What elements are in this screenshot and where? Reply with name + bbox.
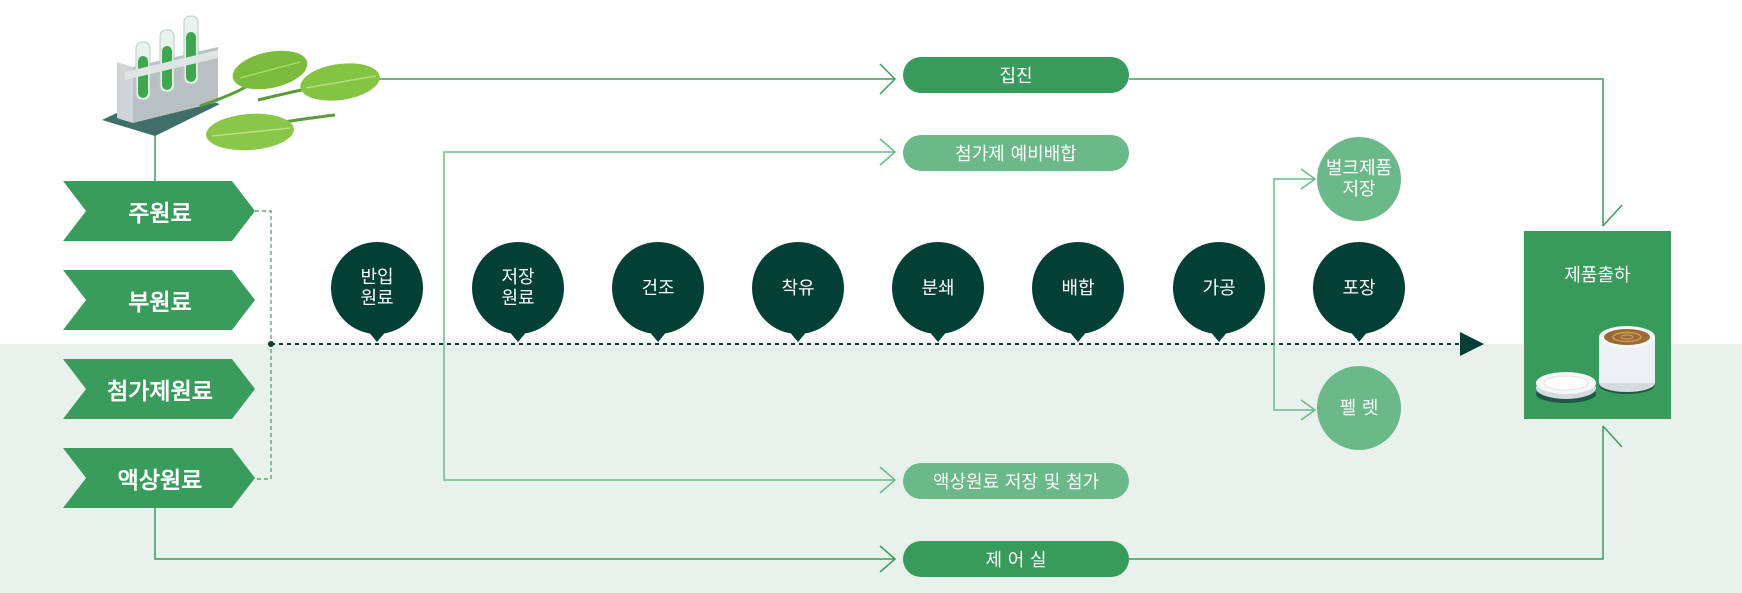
process-step-storage: 저장 원료 (472, 242, 564, 342)
control-to-product (1129, 426, 1604, 560)
dust-collection-pill: 집진 (903, 57, 1129, 93)
product-shipment-box: 제품출하 (1524, 231, 1671, 419)
control-chevron (879, 545, 897, 573)
process-step-grinding: 분쇄 (892, 242, 984, 342)
bulk-chevron (1300, 168, 1317, 190)
pellet-chevron (1300, 399, 1317, 421)
control-line-left (154, 508, 895, 560)
control-room-pill: 제 어 실 (903, 541, 1129, 577)
lower-background-band (0, 344, 1742, 593)
additive-premix-pill: 첨가제 예비배합 (903, 135, 1129, 171)
product-container-icon (1536, 326, 1655, 403)
dust-product-tick (1602, 204, 1623, 227)
additive-chevron (879, 138, 897, 166)
process-step-blending: 배합 (1032, 242, 1124, 342)
process-step-drying: 건조 (612, 242, 704, 342)
raw-material-liquid: 액상원료 (63, 448, 255, 508)
liquid-chevron (879, 466, 897, 494)
control-product-tick (1602, 425, 1623, 448)
additive-line (443, 151, 895, 481)
raw-material-sub: 부원료 (63, 270, 255, 330)
product-shipment-label: 제품출하 (1564, 265, 1631, 286)
process-step-intake: 반입 원료 (331, 242, 423, 342)
raw-material-additive: 첨가제원료 (63, 359, 255, 419)
process-step-packaging: 포장 (1313, 242, 1405, 342)
dust-to-product (1129, 78, 1604, 226)
dust-chevron (879, 63, 897, 95)
pellet-circle: 펠 렛 (1317, 366, 1401, 450)
bulk-pellet-bracket (1273, 178, 1315, 411)
bulk-storage-circle: 벌크제품 저장 (1317, 137, 1401, 221)
leaf-icon (199, 50, 380, 151)
raw-material-main: 주원료 (63, 181, 255, 241)
test-tube-rack-icon (102, 15, 220, 136)
process-step-oil-extraction: 착유 (752, 242, 844, 342)
liquid-storage-pill: 액상원료 저장 및 첨가 (903, 463, 1129, 499)
process-step-processing: 가공 (1173, 242, 1265, 342)
